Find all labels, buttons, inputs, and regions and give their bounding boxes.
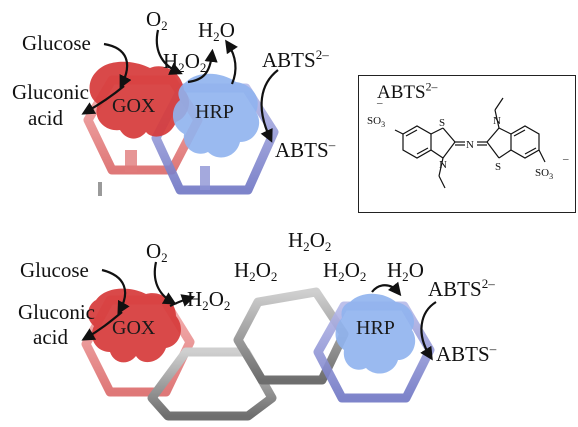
label-abts1-bottom: ABTS– xyxy=(436,340,497,366)
atom-n-right: N xyxy=(493,115,501,127)
atom-s-right: S xyxy=(495,161,501,173)
atom-minus-left: – xyxy=(376,97,383,109)
label-h2o2-left-bottom: H2O2 xyxy=(234,258,278,285)
atom-n-azine: N xyxy=(466,139,474,151)
atom-minus-right: – xyxy=(562,153,569,165)
label-acid-bottom: acid xyxy=(33,325,68,349)
atom-so3-right: SO3 xyxy=(535,167,553,181)
arrows-bottom xyxy=(81,261,437,361)
label-o2-bottom: O2 xyxy=(146,239,168,266)
label-abts2-top: ABTS2– xyxy=(262,46,329,72)
label-gluconic-top: Gluconic xyxy=(12,80,89,104)
hrp-enzyme-blob-bottom xyxy=(335,293,416,374)
label-h2o-top: H2O xyxy=(198,18,235,45)
label-hrp-bottom: HRP xyxy=(356,317,395,339)
label-gox-bottom: GOX xyxy=(112,317,156,339)
label-o2-top: O2 xyxy=(146,7,168,34)
label-h2o2-top: H2O2 xyxy=(163,49,207,76)
gox-enzyme-blob-top xyxy=(89,61,190,139)
atom-so3-left: SO3 xyxy=(367,115,385,129)
label-h2o2-right-bottom: H2O2 xyxy=(323,258,367,285)
label-abts2-bottom: ABTS2– xyxy=(428,275,495,301)
label-gluconic-bottom: Gluconic xyxy=(18,300,95,324)
label-gox-top: GOX xyxy=(112,95,156,117)
label-acid-top: acid xyxy=(28,106,63,130)
label-h2o-bottom: H2O xyxy=(387,258,424,285)
atom-s-left: S xyxy=(439,117,445,129)
abts-structure-drawing: SO3 – S N N N S SO3 – xyxy=(367,97,569,189)
label-glucose-bottom: Glucose xyxy=(20,258,89,282)
label-abts1-top: ABTS– xyxy=(275,136,336,162)
atom-n-left: N xyxy=(439,159,447,171)
linker-hexagon-2 xyxy=(233,287,349,385)
structure-title: ABTS2– xyxy=(377,80,438,103)
label-hrp-top: HRP xyxy=(195,101,234,123)
label-h2o2-gox-bottom: H2O2 xyxy=(187,287,231,314)
arrows-top xyxy=(81,29,279,143)
label-glucose-top: Glucose xyxy=(22,31,91,55)
small-gray-mark xyxy=(98,182,102,196)
gox-enzyme-blob-bottom xyxy=(88,288,181,363)
label-h2o2-top-bottom: H2O2 xyxy=(288,228,332,255)
hrp-enzyme-blob-top xyxy=(172,73,260,158)
abts-structure-box: ABTS2– SO3 – S N N N xyxy=(358,75,576,213)
